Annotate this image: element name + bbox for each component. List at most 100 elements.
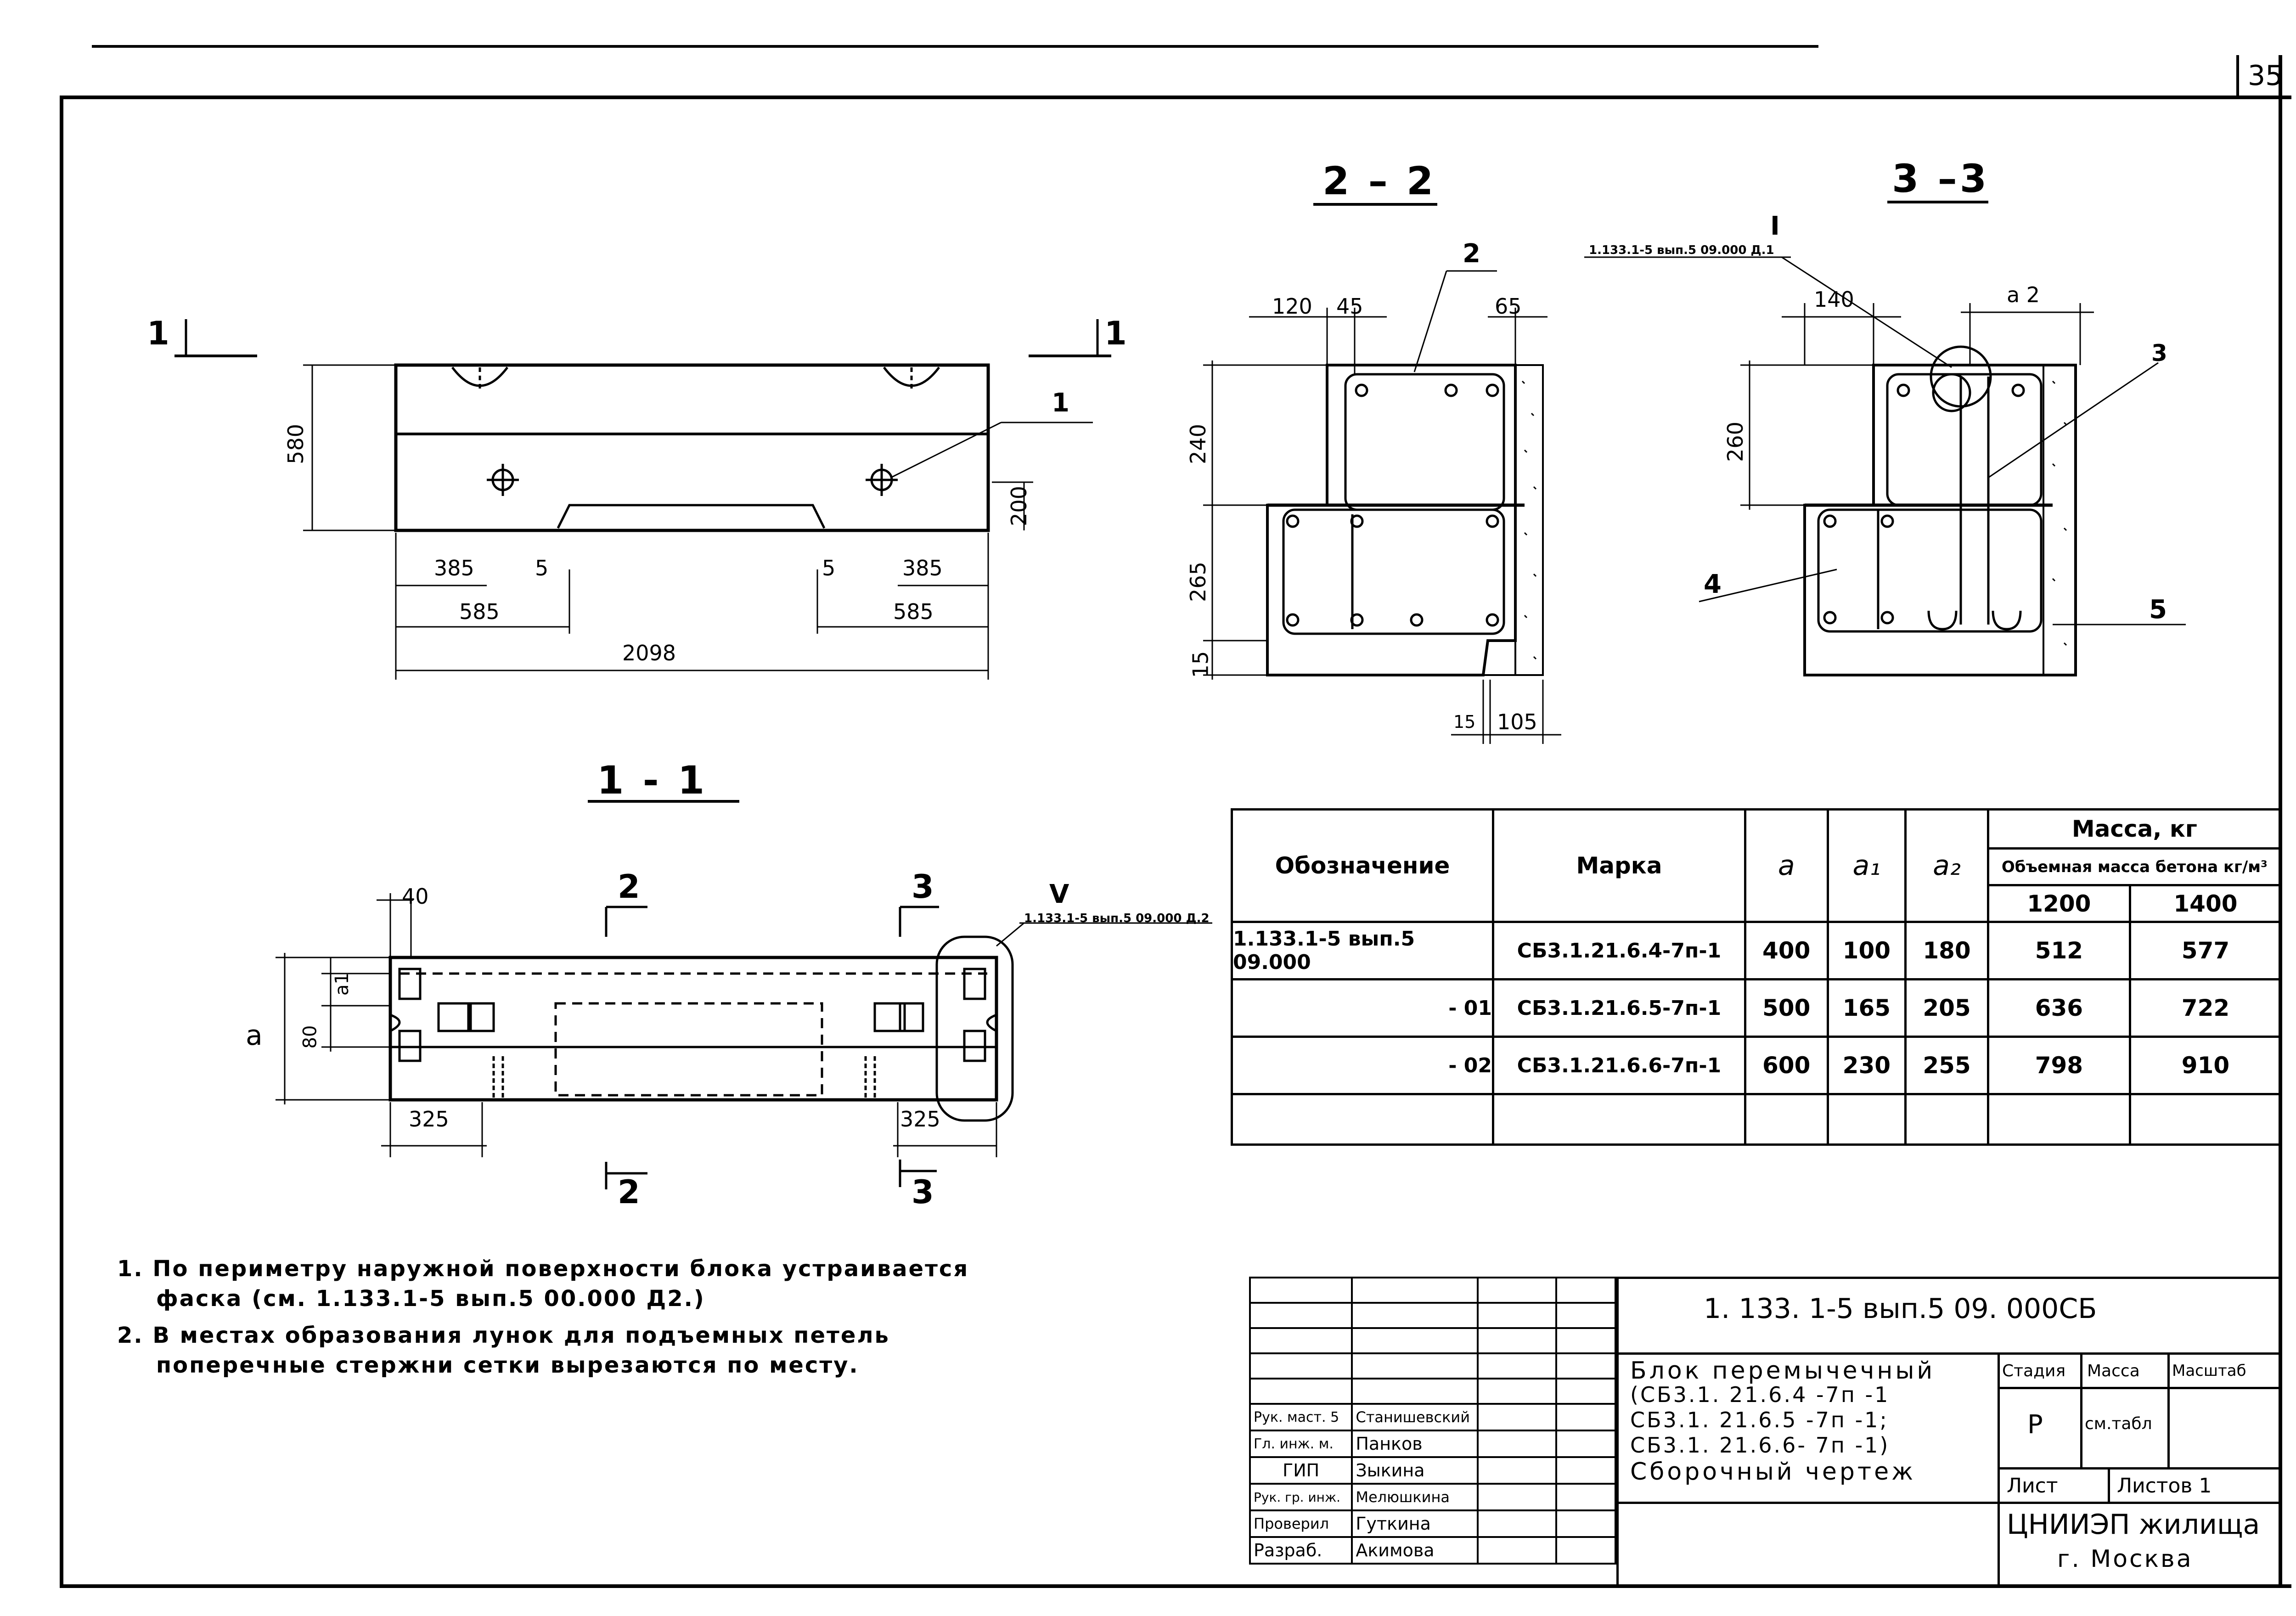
signature [1477, 1509, 1557, 1538]
cut-1-right: 1 [1104, 315, 1130, 352]
person-name: Мелюшкина [1351, 1483, 1479, 1511]
mass-value: см.табл [2085, 1414, 2152, 1433]
spec-table: Обозначение Марка a a₁ a₂ Масса, кг Объе… [1230, 808, 2283, 1146]
cell-mark: СБ3.1.21.6.4-7п-1 [1492, 921, 1746, 980]
person-name: Станишевский [1351, 1403, 1479, 1431]
dim-140: 140 [1814, 287, 1854, 312]
org-city: г. Москва [2057, 1545, 2193, 1573]
dim-40: 40 [402, 884, 429, 909]
dim-385-left: 385 [434, 556, 474, 580]
note-1-cont: фаска (см. 1.133.1-5 вып.5 00.000 Д2.) [156, 1286, 705, 1312]
cell-a: 400 [1744, 921, 1829, 980]
mass-label: Масса [2087, 1362, 2140, 1380]
cell-m1200: 512 [1986, 921, 2131, 980]
title-line-4: СБ3.1. 21.6.6- 7п -1) [1630, 1433, 1890, 1458]
hdr-designation: Обозначение [1230, 808, 1495, 923]
frame-bottom [60, 1584, 2291, 1588]
sheet-number-box [2236, 55, 2281, 99]
detail-I-ref: 1.133.1-5 вып.5 09.000 Д.1 [1589, 243, 1774, 257]
person-name: Зыкина [1351, 1456, 1479, 1485]
cell-a2: 205 [1904, 978, 1989, 1038]
signature [1477, 1536, 1557, 1565]
stamp-divider-3 [1998, 1352, 2000, 1587]
cell-mark: СБ3.1.21.6.5-7п-1 [1492, 978, 1746, 1038]
frame-top [60, 96, 2291, 99]
table-row: - 02 СБ3.1.21.6.6-7п-1 600 230 255 798 9… [1230, 1036, 2283, 1095]
dim-200: 200 [1006, 486, 1031, 526]
dim-120: 120 [1272, 294, 1312, 319]
cell-designation: - 02 [1230, 1036, 1495, 1095]
table-row: - 01 СБ3.1.21.6.5-7п-1 500 165 205 636 7… [1230, 978, 2283, 1038]
signature [1477, 1430, 1557, 1458]
concrete-hatch [1521, 380, 2067, 660]
dim-a1: a1 [331, 973, 353, 996]
detail-V-mark: V [1049, 879, 1072, 909]
stamp-row: Разраб. Акимова [1249, 1536, 1617, 1565]
cell-m1200: 798 [1986, 1036, 2131, 1095]
role: ГИП [1249, 1456, 1353, 1485]
stamp-signatures: Рук. маст. 5 Станишевский Гл. инж. м. Па… [1249, 1277, 1617, 1565]
dim-15-horizontal: 15 [1453, 712, 1476, 732]
cut-2-top: 2 [618, 868, 643, 906]
dim-325-left: 325 [409, 1107, 449, 1132]
dim-265: 265 [1185, 562, 1210, 602]
pos-4-label: 4 [1704, 569, 1724, 599]
cell-a2: 180 [1904, 921, 1989, 980]
cut-1-left: 1 [147, 315, 172, 352]
hdr-density: Объемная масса бетона кг/м³ [1986, 847, 2283, 886]
hdr-1400: 1400 [2128, 884, 2283, 923]
stamp-row: Проверил Гуткина [1249, 1509, 1617, 1538]
role: Рук. гр. инж. [1249, 1483, 1353, 1511]
org-name: ЦНИИЭП жилища [2007, 1509, 2260, 1541]
section-3-3-title: 3 –3 [1892, 156, 1990, 201]
dim-325-right: 325 [900, 1107, 940, 1132]
cell-a: 500 [1744, 978, 1829, 1038]
stamp-divider-4 [1998, 1387, 2282, 1389]
cell-a1: 230 [1826, 1036, 1907, 1095]
hdr-1200: 1200 [1986, 884, 2131, 923]
person-name: Панков [1351, 1430, 1479, 1458]
dim-585-right: 585 [893, 599, 934, 624]
title-line-2: (СБ3.1. 21.6.4 -7п -1 [1630, 1382, 1890, 1407]
cell-m1400: 722 [2128, 978, 2283, 1038]
sheet-number: 35 [2248, 60, 2283, 92]
stamp-row: ГИП Зыкина [1249, 1456, 1617, 1485]
stamp-divider-7 [2167, 1352, 2170, 1467]
hdr-mass: Масса, кг [1986, 808, 2283, 850]
stamp-divider-6 [2080, 1352, 2082, 1467]
hdr-a2: a₂ [1904, 808, 1989, 923]
stamp-main-box [1616, 1277, 2282, 1587]
role: Проверил [1249, 1509, 1353, 1538]
dim-5-right: 5 [822, 556, 836, 580]
dim-65: 65 [1495, 294, 1522, 319]
note-1: 1. По периметру наружной поверхности бло… [117, 1256, 969, 1282]
hdr-a1: a₁ [1826, 808, 1907, 923]
sheet-label: Лист [2007, 1474, 2058, 1498]
role: Разраб. [1249, 1536, 1353, 1565]
cell-m1400: 910 [2128, 1036, 2283, 1095]
cut-3-bottom: 3 [912, 1173, 937, 1211]
frame-left [60, 96, 63, 1588]
cell-designation: - 01 [1230, 978, 1495, 1038]
stamp-divider-8 [2108, 1467, 2110, 1502]
cell-a1: 165 [1826, 978, 1907, 1038]
dim-240: 240 [1185, 424, 1210, 464]
title-line-1: Блок перемычечный [1630, 1357, 1936, 1385]
role: Рук. маст. 5 [1249, 1403, 1353, 1431]
signature [1477, 1403, 1557, 1431]
section-1-1-title: 1 - 1 [597, 758, 708, 803]
elevation-view [174, 319, 1111, 680]
dim-a2: a 2 [2007, 282, 2040, 307]
cut-2-bottom: 2 [618, 1173, 643, 1211]
pos-3-label: 3 [2151, 340, 2170, 366]
dim-80: 80 [299, 1025, 321, 1049]
dim-580: 580 [283, 424, 308, 464]
table-row: 1.133.1-5 вып.5 09.000 СБ3.1.21.6.4-7п-1… [1230, 921, 2283, 980]
cell-mark: СБ3.1.21.6.6-7п-1 [1492, 1036, 1746, 1095]
pos-2-label: 2 [1463, 239, 1483, 269]
person-name: Гуткина [1351, 1509, 1479, 1538]
cell-a: 600 [1744, 1036, 1829, 1095]
dim-a: a [246, 1019, 263, 1052]
hdr-a: a [1744, 808, 1829, 923]
